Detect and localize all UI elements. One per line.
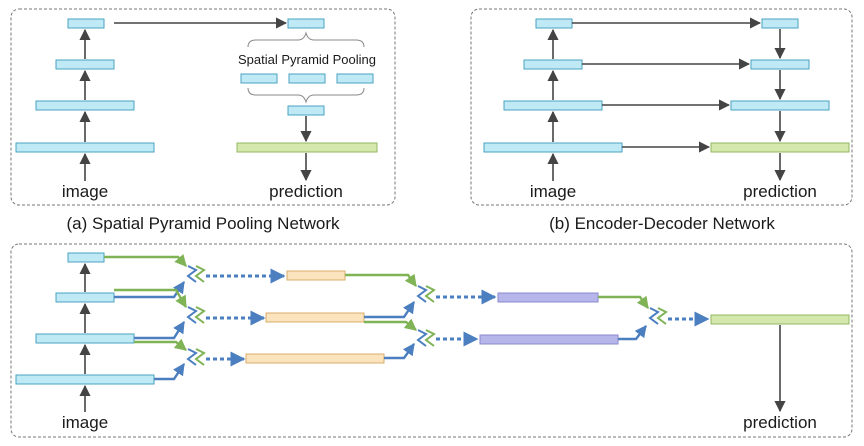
fusion-node-4-zigzag-blue bbox=[416, 285, 428, 303]
fusion-node-2-zigzag-green bbox=[194, 306, 206, 324]
panel-c-prediction-bar bbox=[710, 314, 850, 325]
spp-bottom-brace bbox=[247, 87, 365, 104]
downsample-arrow-l2-to-node2 bbox=[134, 320, 186, 340]
upsample-arrow-l3-to-node2 bbox=[114, 288, 188, 309]
stage1-fused-feature-2 bbox=[265, 312, 365, 323]
encoder-feature-level-3 bbox=[55, 59, 115, 70]
fusion-node-2-zigzag-blue bbox=[186, 306, 198, 324]
downsample-arrow-l1-to-node3 bbox=[154, 363, 185, 381]
upsample-arrow-s1a-to-node4 bbox=[345, 273, 417, 287]
encoder-feature-level-3 bbox=[55, 292, 115, 303]
stage2-fused-feature-1 bbox=[497, 292, 599, 303]
upsample-arrow-l2-to-node3 bbox=[134, 338, 187, 351]
panel-c-border bbox=[10, 243, 853, 438]
spp-pool-bin-3 bbox=[336, 73, 374, 84]
panel-a-prediction-label: prediction bbox=[269, 182, 343, 201]
spp-label: Spatial Pyramid Pooling bbox=[238, 52, 376, 67]
upsample-arrow-s1b-to-node5 bbox=[364, 318, 417, 331]
downsample-arrow-s2b-to-node6 bbox=[618, 325, 647, 341]
panel-a-caption: (a) Spatial Pyramid Pooling Network bbox=[66, 214, 340, 233]
fusion-node-1-zigzag-blue bbox=[186, 265, 198, 283]
fusion-node-3-zigzag-green bbox=[194, 348, 206, 366]
spp-top-brace bbox=[247, 31, 365, 48]
fusion-node-6-zigzag-blue bbox=[648, 307, 660, 325]
encoder-feature-level-2 bbox=[503, 100, 603, 111]
fusion-node-1-zigzag-green bbox=[194, 265, 206, 283]
encoder-feature-level-1 bbox=[483, 142, 623, 153]
fusion-node-3-zigzag-blue bbox=[186, 348, 198, 366]
panel-b-image-label: image bbox=[530, 182, 576, 201]
panel-b-caption: (b) Encoder-Decoder Network bbox=[549, 214, 775, 233]
decoder-feature-level-2 bbox=[730, 100, 830, 111]
fusion-node-4-zigzag-green bbox=[424, 285, 436, 303]
encoder-feature-level-4 bbox=[67, 18, 105, 29]
stage1-fused-feature-1 bbox=[286, 270, 346, 281]
fusion-node-5-zigzag-blue bbox=[416, 329, 428, 347]
encoder-feature-level-4 bbox=[535, 18, 573, 29]
upsample-arrow-s2a-to-node6 bbox=[598, 295, 649, 309]
panel-b-encoder-decoder: image prediction (b) Encoder-Decoder Net… bbox=[470, 8, 853, 233]
downsample-arrow-l3-to-node1 bbox=[114, 281, 185, 299]
fusion-node-6-zigzag-green bbox=[656, 307, 668, 325]
stage2-fused-feature-2 bbox=[479, 334, 619, 345]
downsample-arrow-s1b-to-node4 bbox=[364, 301, 415, 319]
encoder-feature-level-2 bbox=[35, 333, 135, 344]
decoder-feature-level-3 bbox=[750, 59, 810, 70]
panel-a-prediction-bar bbox=[236, 142, 378, 153]
panel-b-prediction-label: prediction bbox=[743, 182, 817, 201]
panel-c-multiscale-fusion: image prediction bbox=[10, 243, 853, 438]
fusion-node-5-zigzag-green bbox=[424, 329, 436, 347]
encoder-feature-level-1 bbox=[15, 374, 155, 385]
spp-pool-bin-1 bbox=[240, 73, 278, 84]
encoder-feature-level-2 bbox=[35, 100, 135, 111]
upsample-arrow-l4-to-node1 bbox=[104, 253, 187, 267]
panel-a-image-label: image bbox=[62, 182, 108, 201]
panel-b-border bbox=[470, 8, 853, 206]
spp-pool-bin-2 bbox=[288, 73, 326, 84]
panel-a-spatial-pyramid-pooling: Spatial Pyramid Pooling image prediction… bbox=[10, 8, 396, 233]
panel-c-image-label: image bbox=[62, 413, 108, 432]
encoder-feature-level-3 bbox=[523, 59, 583, 70]
encoder-feature-level-4 bbox=[67, 252, 105, 263]
downsample-arrow-s1c-to-node5 bbox=[384, 343, 415, 360]
panel-a-border bbox=[10, 8, 396, 206]
stage1-fused-feature-3 bbox=[245, 353, 385, 364]
spp-input-feature bbox=[287, 18, 325, 29]
decoder-feature-level-4 bbox=[761, 18, 799, 29]
encoder-feature-level-1 bbox=[15, 142, 155, 153]
spp-output-feature bbox=[287, 105, 325, 116]
panel-b-prediction-bar bbox=[710, 142, 850, 153]
panel-c-prediction-label: prediction bbox=[743, 413, 817, 432]
